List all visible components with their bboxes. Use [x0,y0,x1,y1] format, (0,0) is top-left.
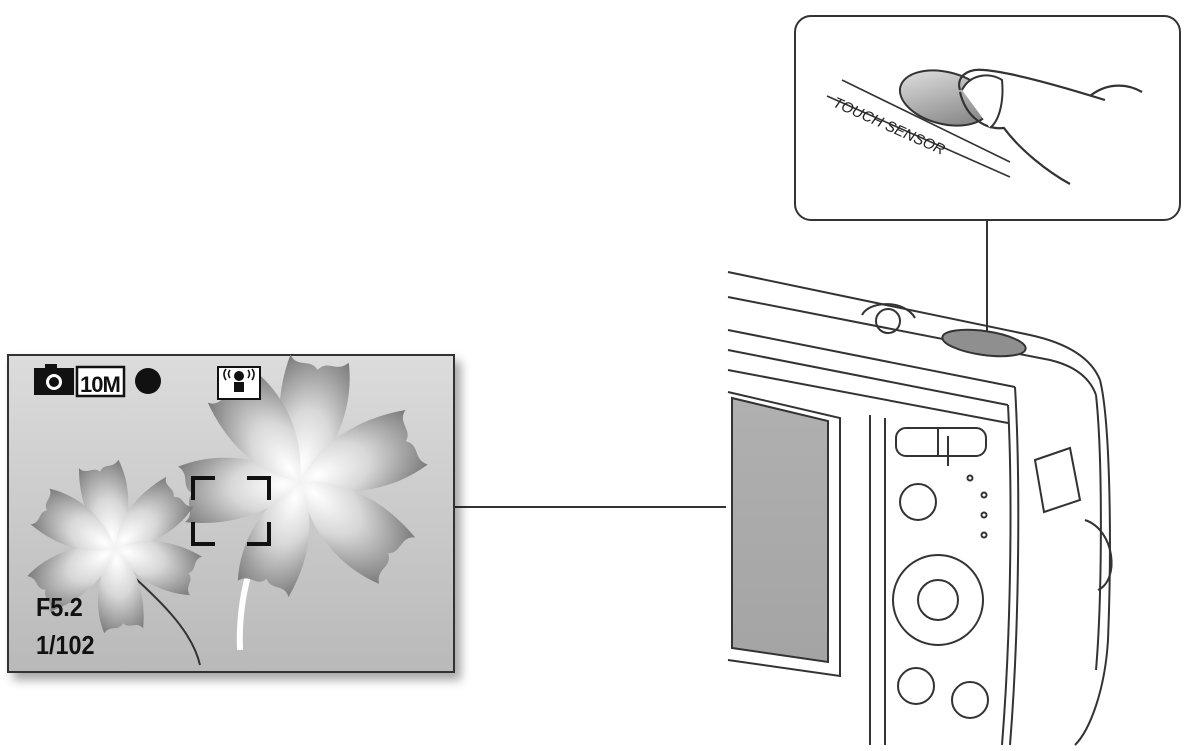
aperture-value: F5.2 [36,594,83,622]
resolution-label: 10M [80,372,120,397]
camera-screen [732,398,828,662]
touch-sensor-callout: TOUCH SENSOR [795,16,1180,220]
shutter-speed-value: 1/102 [36,632,95,660]
camera-touch-sensor [941,325,1028,360]
resolution-icon: 10M [77,367,124,397]
camera-icon [34,364,74,395]
stabilizer-icon [218,367,260,399]
recording-dot-icon [135,368,161,394]
